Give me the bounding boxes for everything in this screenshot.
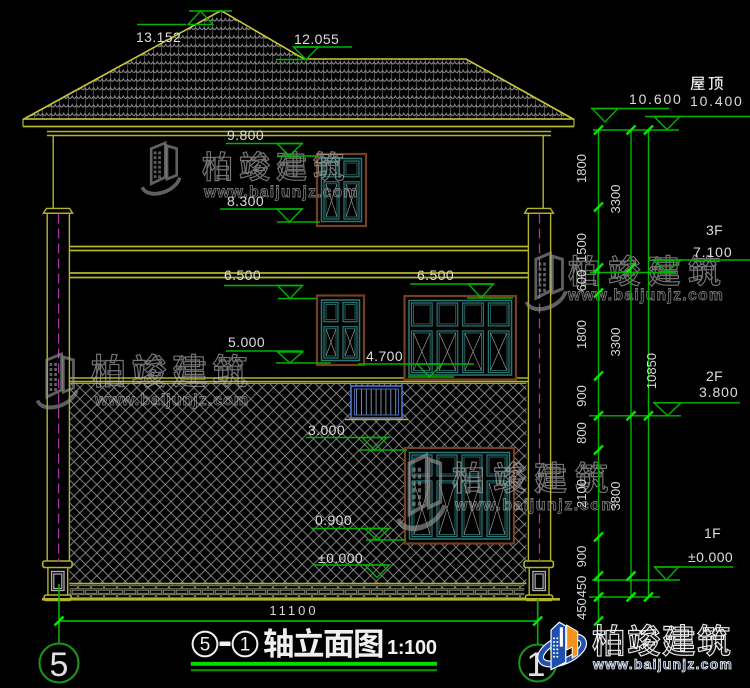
svg-text:3F: 3F xyxy=(706,222,723,238)
svg-text:450: 450 xyxy=(574,598,589,620)
svg-text:12.055: 12.055 xyxy=(294,31,339,47)
svg-text:11100: 11100 xyxy=(269,603,318,618)
svg-text:2100: 2100 xyxy=(574,479,589,508)
svg-text:1:100: 1:100 xyxy=(387,637,437,659)
svg-text:3300: 3300 xyxy=(608,328,623,357)
svg-text:3800: 3800 xyxy=(608,482,623,511)
svg-text:10.600: 10.600 xyxy=(629,91,683,107)
svg-text:5.000: 5.000 xyxy=(228,334,265,350)
svg-text:www.baijunjz.com: www.baijunjz.com xyxy=(203,184,359,201)
svg-text:5: 5 xyxy=(200,635,211,656)
svg-text:±0.000: ±0.000 xyxy=(688,549,733,565)
svg-text:1F: 1F xyxy=(704,525,721,541)
svg-text:9.800: 9.800 xyxy=(227,127,264,143)
svg-text:900: 900 xyxy=(574,546,589,568)
svg-text:1800: 1800 xyxy=(574,320,589,349)
svg-text:8.300: 8.300 xyxy=(227,193,264,209)
svg-text:900: 900 xyxy=(574,385,589,407)
svg-text:www.baijunjz.com: www.baijunjz.com xyxy=(94,392,249,409)
svg-text:1: 1 xyxy=(240,635,251,656)
svg-text:13.152: 13.152 xyxy=(136,29,181,45)
svg-text:10.400: 10.400 xyxy=(690,93,744,109)
svg-text:www.baijunjz.com: www.baijunjz.com xyxy=(454,497,617,514)
svg-text:±0.000: ±0.000 xyxy=(318,550,363,566)
svg-text:5: 5 xyxy=(50,646,69,684)
svg-text:10850: 10850 xyxy=(644,353,659,389)
svg-text:1800: 1800 xyxy=(574,154,589,183)
svg-text:7.100: 7.100 xyxy=(693,244,733,260)
svg-text:600: 600 xyxy=(574,270,589,292)
svg-text:800: 800 xyxy=(574,422,589,444)
svg-text:2F: 2F xyxy=(706,368,723,384)
svg-text:3300: 3300 xyxy=(608,185,623,214)
svg-text:6.500: 6.500 xyxy=(417,267,454,283)
svg-text:450: 450 xyxy=(574,576,589,598)
svg-text:3.000: 3.000 xyxy=(308,422,345,438)
svg-text:6.500: 6.500 xyxy=(224,267,261,283)
svg-text:4.700: 4.700 xyxy=(366,348,403,364)
svg-text:0.900: 0.900 xyxy=(315,512,352,528)
svg-text:www.baijunjz.com: www.baijunjz.com xyxy=(592,656,733,672)
svg-text:www.baijunjz.com: www.baijunjz.com xyxy=(567,287,724,304)
svg-text:3.800: 3.800 xyxy=(699,384,739,400)
svg-text:1500: 1500 xyxy=(574,233,589,262)
